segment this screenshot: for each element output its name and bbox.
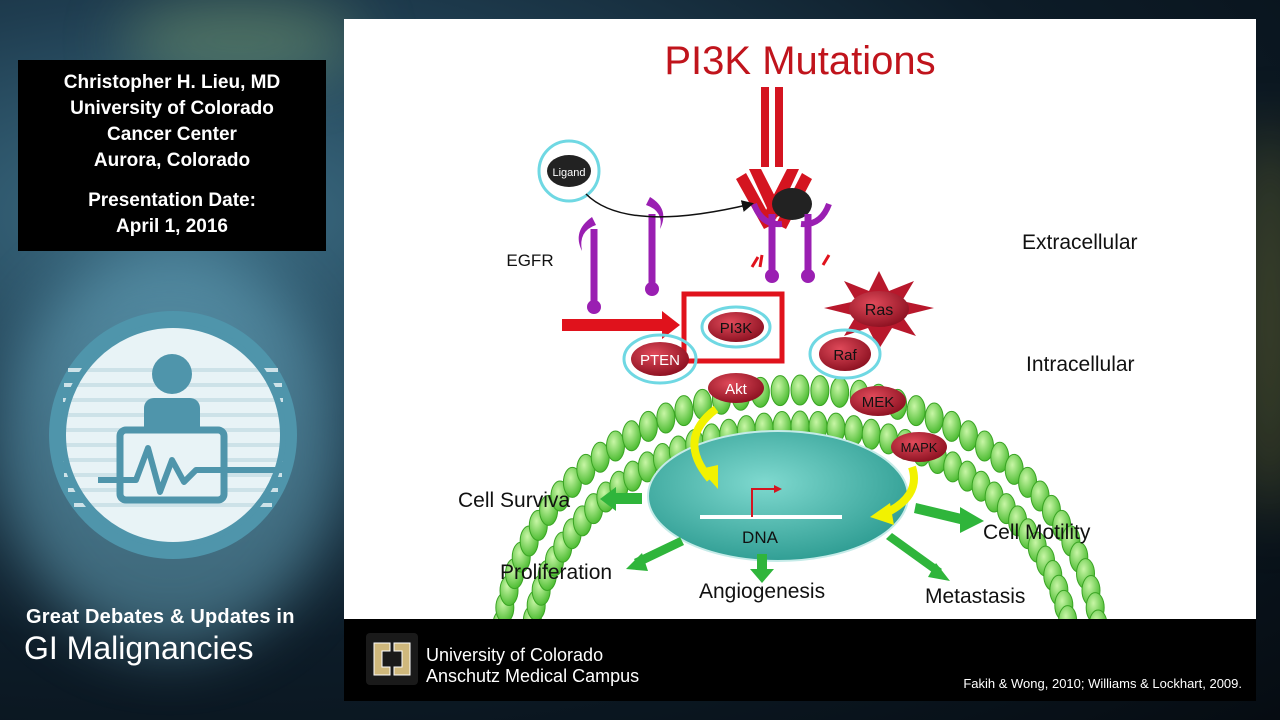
membrane-bead [790, 374, 810, 406]
intracellular-label: Intracellular [1026, 353, 1135, 376]
angiogenesis-label: Angiogenesis [699, 580, 825, 603]
egfr-receptor [578, 197, 664, 314]
metastasis-label: Metastasis [925, 585, 1025, 608]
ligand-label: Ligand [552, 167, 585, 179]
presentation-date: April 1, 2016 [116, 216, 228, 237]
cell-survival-label: Cell Surviva [458, 489, 570, 512]
dna-label: DNA [742, 528, 779, 547]
egfr-label: EGFR [506, 251, 553, 270]
pi3k-pathway-diagram: PI3K Mutations Ligand EGFR Extracellular… [458, 39, 1138, 619]
speaker-affiliation: University of Colorado [70, 98, 274, 119]
membrane-bead [830, 376, 850, 408]
speaker-affiliation: Cancer Center [107, 124, 237, 145]
mapk-label: MAPK [901, 440, 938, 455]
speaker-location: Aurora, Colorado [93, 150, 251, 171]
output-arrows [600, 487, 984, 583]
footer-bar: University of Colorado Anschutz Medical … [344, 619, 1256, 701]
pten-label: PTEN [640, 352, 680, 369]
membrane-bead [605, 430, 625, 462]
membrane-bead [656, 402, 676, 434]
membrane-bead [622, 420, 642, 452]
akt-label: Akt [725, 381, 748, 398]
university-line: University of Colorado [426, 645, 604, 665]
university-name: University of Colorado Anschutz Medical … [426, 645, 639, 687]
membrane-bead [924, 402, 944, 434]
slide-area: PI3K Mutations Ligand EGFR Extracellular… [344, 19, 1256, 619]
proliferation-label: Proliferation [500, 561, 612, 584]
nucleus [647, 430, 909, 562]
raf-label: Raf [833, 347, 857, 364]
ras-label: Ras [865, 302, 893, 319]
doctor-monitor-logo-icon [49, 311, 297, 559]
presentation-date-label: Presentation Date: [88, 190, 256, 211]
extracellular-label: Extracellular [1022, 231, 1138, 254]
citation-text: Fakih & Wong, 2010; Williams & Lockhart,… [963, 676, 1242, 691]
speaker-info-box: Christopher H. Lieu, MD University of Co… [18, 60, 326, 251]
membrane-bead [674, 395, 694, 427]
conference-subtitle: GI Malignancies [24, 630, 254, 666]
slide-title: PI3K Mutations [664, 39, 935, 83]
membrane-bead [1089, 609, 1107, 619]
membrane-bead [906, 395, 926, 427]
pi3k-label: PI3K [720, 320, 753, 337]
membrane-bead [1058, 605, 1078, 619]
speaker-name: Christopher H. Lieu, MD [63, 72, 281, 93]
cu-logo-icon [366, 633, 418, 685]
mek-label: MEK [862, 394, 895, 411]
membrane-bead [770, 375, 790, 407]
receptor-dimer [736, 87, 832, 283]
membrane-bead [810, 375, 830, 407]
campus-line: Anschutz Medical Campus [426, 666, 640, 686]
cell-membrane [493, 374, 1107, 619]
membrane-bead [861, 418, 881, 450]
cell-motility-label: Cell Motility [983, 521, 1091, 544]
membrane-bead [638, 410, 658, 442]
membrane-bead [958, 420, 978, 452]
membrane-bead [942, 410, 962, 442]
conference-title: Great Debates & Updates in [26, 606, 295, 628]
